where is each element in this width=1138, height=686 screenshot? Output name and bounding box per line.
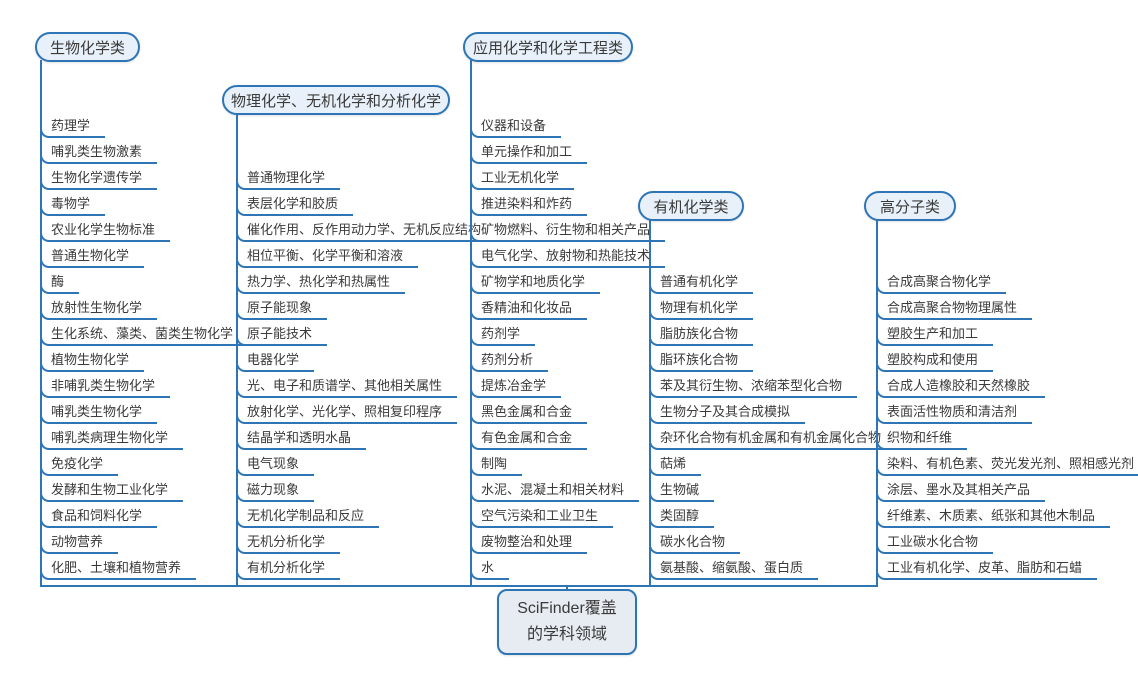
- subtopic-item[interactable]: 普通有机化学: [649, 272, 754, 294]
- subtopic-item[interactable]: 合成高聚合物物理属性: [876, 298, 1033, 320]
- subtopic-item[interactable]: 碳水化合物: [649, 532, 741, 554]
- subtopic-item[interactable]: 提炼冶金学: [470, 376, 562, 398]
- subtopic-item[interactable]: 酶: [40, 272, 80, 294]
- subtopic-item[interactable]: 氨基酸、缩氨酸、蛋白质: [649, 558, 819, 580]
- subtopic-item[interactable]: 生物碱: [649, 480, 715, 502]
- subtopic-item[interactable]: 塑胶构成和使用: [876, 350, 994, 372]
- subtopic-item[interactable]: 光、电子和质谱学、其他相关属性: [236, 376, 458, 398]
- subtopic-item[interactable]: 植物生物化学: [40, 350, 145, 372]
- subtopic-item[interactable]: 塑胶生产和加工: [876, 324, 994, 346]
- subtopic-item[interactable]: 无机分析化学: [236, 532, 341, 554]
- subtopic-item[interactable]: 原子能技术: [236, 324, 328, 346]
- branch-spine-line: [470, 60, 472, 585]
- subtopic-item[interactable]: 物理有机化学: [649, 298, 754, 320]
- subtopic-item[interactable]: 表面活性物质和清洁剂: [876, 402, 1033, 424]
- branch-topic[interactable]: 应用化学和化学工程类: [463, 32, 633, 62]
- subtopic-item[interactable]: 动物营养: [40, 532, 119, 554]
- subtopic-item[interactable]: 毒物学: [40, 194, 106, 216]
- branch-topic[interactable]: 生物化学类: [35, 32, 140, 62]
- subtopic-item[interactable]: 非哺乳类生物化学: [40, 376, 171, 398]
- subtopic-item[interactable]: 结晶学和透明水晶: [236, 428, 367, 450]
- subtopic-item[interactable]: 染料、有机色素、荧光发光剂、照相感光剂: [876, 454, 1138, 476]
- subtopic-item[interactable]: 生物分子及其合成模拟: [649, 402, 806, 424]
- subtopic-item[interactable]: 工业有机化学、皮革、脂肪和石蜡: [876, 558, 1098, 580]
- subtopic-item[interactable]: 电气化学、放射物和热能技术: [470, 246, 666, 268]
- branch-spine-line: [236, 113, 238, 585]
- subtopic-item[interactable]: 纤维素、木质素、纸张和其他木制品: [876, 506, 1111, 528]
- subtopic-item[interactable]: 水泥、混凝土和相关材料: [470, 480, 640, 502]
- subtopic-item[interactable]: 哺乳类生物激素: [40, 142, 158, 164]
- subtopic-item[interactable]: 工业碳水化合物: [876, 532, 994, 554]
- branch-topic[interactable]: 高分子类: [864, 191, 956, 221]
- subtopic-item[interactable]: 空气污染和工业卫生: [470, 506, 614, 528]
- subtopic-item[interactable]: 推进染料和炸药: [470, 194, 588, 216]
- subtopic-item[interactable]: 药剂分析: [470, 350, 549, 372]
- subtopic-item[interactable]: 哺乳类病理生物化学: [40, 428, 184, 450]
- subtopic-item[interactable]: 普通物理化学: [236, 168, 341, 190]
- subtopic-item[interactable]: 磁力现象: [236, 480, 315, 502]
- subtopic-item[interactable]: 涂层、墨水及其相关产品: [876, 480, 1046, 502]
- subtopic-item[interactable]: 药理学: [40, 116, 106, 138]
- subtopic-item[interactable]: 有机分析化学: [236, 558, 341, 580]
- subtopic-item[interactable]: 食品和饲料化学: [40, 506, 158, 528]
- subtopic-item[interactable]: 无机化学制品和反应: [236, 506, 380, 528]
- subtopic-item[interactable]: 废物整治和处理: [470, 532, 588, 554]
- root-connector-line: [566, 585, 568, 591]
- subtopic-item[interactable]: 水: [470, 558, 510, 580]
- subtopic-item[interactable]: 相位平衡、化学平衡和溶液: [236, 246, 419, 268]
- subtopic-item[interactable]: 制陶: [470, 454, 523, 476]
- subtopic-item[interactable]: 免疫化学: [40, 454, 119, 476]
- subtopic-item[interactable]: 化肥、土壤和植物营养: [40, 558, 197, 580]
- subtopic-item[interactable]: 生化系统、藻类、菌类生物化学: [40, 324, 249, 346]
- subtopic-item[interactable]: 哺乳类生物化学: [40, 402, 158, 424]
- trunk-connector-line: [40, 585, 878, 587]
- subtopic-item[interactable]: 矿物燃料、衍生物和相关产品: [470, 220, 666, 242]
- subtopic-item[interactable]: 农业化学生物标准: [40, 220, 171, 242]
- root-topic[interactable]: SciFinder覆盖 的学科领域: [497, 589, 637, 655]
- subtopic-item[interactable]: 合成高聚合物化学: [876, 272, 1007, 294]
- subtopic-item[interactable]: 电器化学: [236, 350, 315, 372]
- subtopic-item[interactable]: 脂肪族化合物: [649, 324, 754, 346]
- subtopic-item[interactable]: 工业无机化学: [470, 168, 575, 190]
- subtopic-item[interactable]: 药剂学: [470, 324, 536, 346]
- subtopic-item[interactable]: 脂环族化合物: [649, 350, 754, 372]
- branch-topic[interactable]: 物理化学、无机化学和分析化学: [222, 85, 450, 115]
- subtopic-item[interactable]: 织物和纤维: [876, 428, 968, 450]
- subtopic-item[interactable]: 放射性生物化学: [40, 298, 158, 320]
- subtopic-item[interactable]: 原子能现象: [236, 298, 328, 320]
- subtopic-item[interactable]: 电气现象: [236, 454, 315, 476]
- subtopic-item[interactable]: 矿物学和地质化学: [470, 272, 601, 294]
- subtopic-item[interactable]: 香精油和化妆品: [470, 298, 588, 320]
- subtopic-item[interactable]: 有色金属和合金: [470, 428, 588, 450]
- subtopic-item[interactable]: 放射化学、光化学、照相复印程序: [236, 402, 458, 424]
- subtopic-item[interactable]: 普通生物化学: [40, 246, 145, 268]
- subtopic-item[interactable]: 催化作用、反作用动力学、无机反应结构: [236, 220, 497, 242]
- subtopic-item[interactable]: 表层化学和胶质: [236, 194, 354, 216]
- subtopic-item[interactable]: 萜烯: [649, 454, 702, 476]
- subtopic-item[interactable]: 黑色金属和合金: [470, 402, 588, 424]
- branch-spine-line: [40, 60, 42, 585]
- subtopic-item[interactable]: 热力学、热化学和热属性: [236, 272, 406, 294]
- subtopic-item[interactable]: 类固醇: [649, 506, 715, 528]
- subtopic-item[interactable]: 合成人造橡胶和天然橡胶: [876, 376, 1046, 398]
- branch-topic[interactable]: 有机化学类: [638, 191, 744, 221]
- subtopic-item[interactable]: 单元操作和加工: [470, 142, 588, 164]
- subtopic-item[interactable]: 杂环化合物有机金属和有机金属化合物: [649, 428, 897, 450]
- subtopic-item[interactable]: 生物化学遗传学: [40, 168, 158, 190]
- subtopic-item[interactable]: 仪器和设备: [470, 116, 562, 138]
- subtopic-item[interactable]: 苯及其衍生物、浓缩苯型化合物: [649, 376, 858, 398]
- subtopic-item[interactable]: 发酵和生物工业化学: [40, 480, 184, 502]
